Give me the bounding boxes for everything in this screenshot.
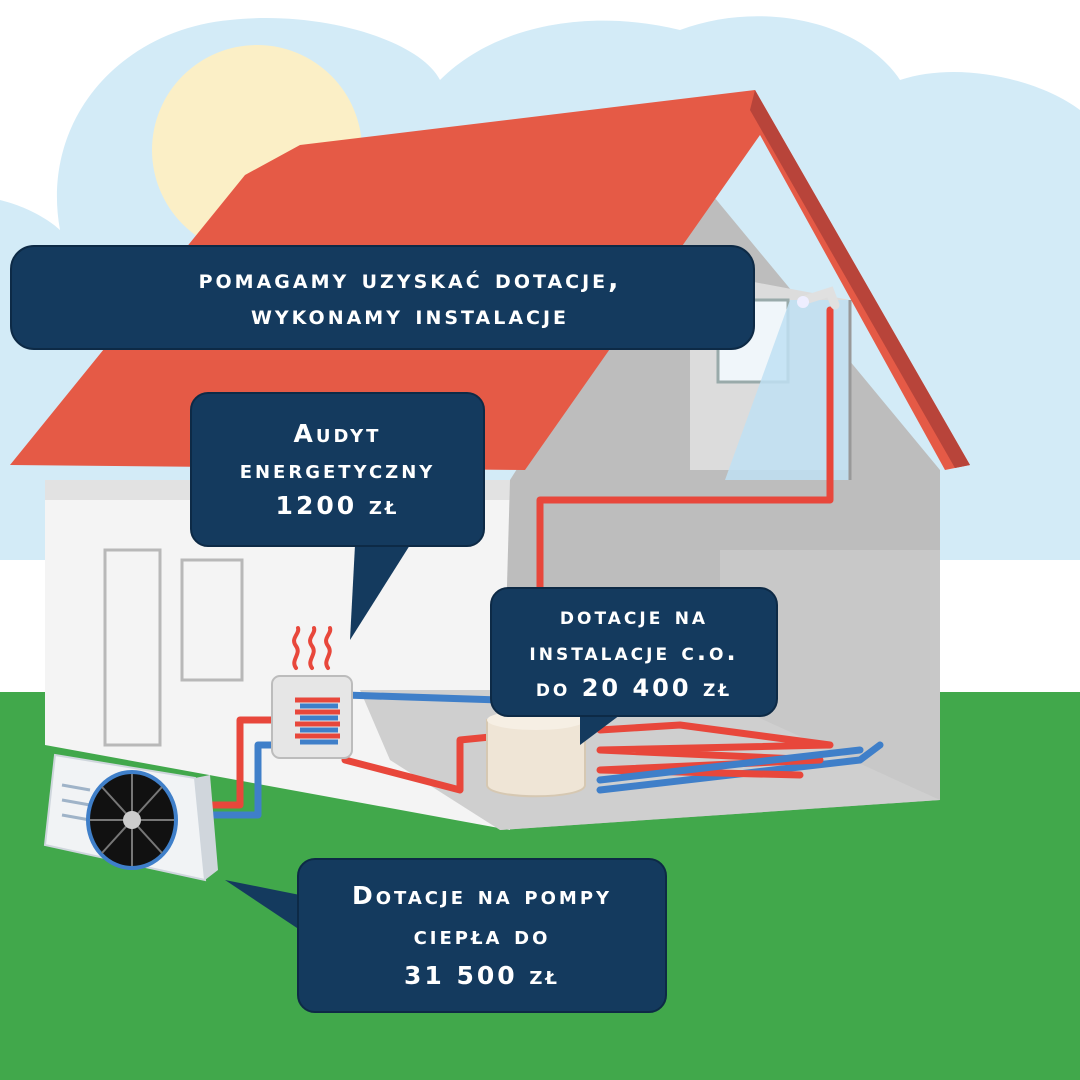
audit-price: 1200 zł — [275, 490, 400, 520]
heat-exchanger-unit — [271, 675, 353, 759]
audit-bubble: Audyt energetyczny 1200 zł — [190, 392, 485, 547]
heating-line-1: dotacje na — [559, 602, 709, 630]
heating-line-2: instalacje c.o. — [529, 638, 739, 666]
shower-icon — [797, 286, 840, 310]
heating-subsidy-bubble: dotacje na instalacje c.o. do 20 400 zł — [490, 587, 778, 717]
heatpump-line-2: ciepła do — [413, 920, 551, 950]
audit-bubble-tail — [350, 545, 410, 640]
audit-line-1: Audyt — [293, 418, 382, 448]
audit-line-2: energetyczny — [239, 454, 436, 484]
heatpump-amount: 31 500 zł — [404, 960, 560, 990]
heatpump-bubble-tail — [225, 880, 300, 930]
heating-amount: do 20 400 zł — [535, 674, 733, 702]
fan-icon — [86, 770, 178, 870]
heatpump-subsidy-bubble: Dotacje na pompy ciepła do 31 500 zł — [297, 858, 667, 1013]
heating-bubble-tail — [580, 715, 620, 745]
banner-line-2: wykonamy instalacje — [250, 299, 570, 331]
buffer-tank — [486, 710, 586, 798]
banner-line-1: pomagamy uzyskać dotacje, — [198, 263, 622, 295]
heatpump-line-1: Dotacje na pompy — [351, 880, 613, 910]
banner-bubble: pomagamy uzyskać dotacje, wykonamy insta… — [10, 245, 755, 350]
heat-waves-icon — [292, 626, 333, 670]
